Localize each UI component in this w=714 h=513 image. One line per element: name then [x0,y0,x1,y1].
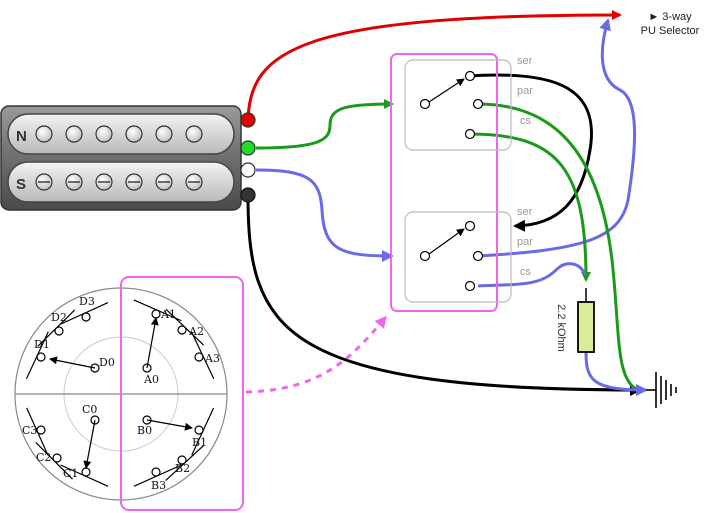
resistor-label: 2.2 kOhm [555,304,567,352]
south-coil [7,161,235,203]
selector-label-line2: PU Selector [641,25,700,37]
rotary-contact [54,326,64,336]
blue-wire-switch-common [255,168,394,262]
terminal-white [240,162,256,178]
switch-top-cs-label: cs [520,115,532,127]
rotary-label-c1: C1 [63,467,78,480]
rotary-contact [151,309,161,319]
rotary-contact [52,453,62,463]
resistor: 2.2 kOhm [555,288,595,353]
selector-label-line1: ► 3-way [648,11,692,23]
rotary-label-c2: C2 [36,451,51,464]
switch-bottom: ser par cs [404,206,533,303]
rotary-label-d3: D3 [79,295,95,308]
switch-top-ser-label: ser [517,55,533,67]
switch-top-par-label: par [517,85,533,97]
rotary-contact [177,325,187,335]
rotary-label-a2: A2 [188,325,204,338]
switch-bottom-par-label: par [517,236,533,248]
rotary-label-d2: D2 [51,311,67,324]
rotary-label-b2: B2 [175,462,190,475]
green-wire-switch-common [255,99,394,150]
blue-wire-resistor-ground [584,351,648,396]
ground-icon [646,372,677,408]
north-pole-piece [65,125,83,143]
rotary-label-b3: B3 [151,479,166,492]
rotary-contact [36,352,46,362]
pink-dashed-arrow [245,315,387,394]
black-wire-series-link [469,73,593,232]
rotary-highlight-box [120,276,244,511]
terminal-black [240,187,256,203]
rotary-label-c3: C3 [22,424,37,437]
rotary-label-a1: A1 [160,308,176,321]
green-wire-par-ground [477,102,639,392]
rotary-label-a3: A3 [204,352,220,365]
green-wire-cs-resistor [469,132,591,282]
north-pole-piece [35,125,53,143]
rotary-label-b1: B1 [192,436,207,449]
north-pole-piece [95,125,113,143]
humbucker-pickup: N S [0,105,242,211]
blue-wire-selector [477,18,636,258]
north-coil [7,113,235,155]
rotary-contact [194,425,204,435]
rotary-contact [194,352,204,362]
north-coil-label: N [16,128,27,145]
terminal-red [240,112,256,128]
rotary-contact [177,455,187,465]
rotary-contact [151,467,161,477]
south-coil-label: S [16,176,26,193]
switch-top: ser par cs [404,55,533,151]
rotary-label-d0: D0 [99,356,115,369]
south-pole-pieces [35,173,203,191]
north-pole-piece [155,125,173,143]
switch-bottom-ser-label: ser [517,206,533,218]
rotary-label-c0: C0 [82,403,97,416]
rotary-label-b0: B0 [137,424,152,437]
north-pole-piece [125,125,143,143]
switch-highlight-box [390,53,498,312]
rotary-contact [36,425,46,435]
north-pole-pieces [35,125,203,143]
terminal-green [240,140,256,156]
black-wire-ground [246,194,642,396]
rotary-switch: A0 A1 A2 A3 B0 B1 B2 B3 C0 C1 C2 C3 D0 D… [14,276,244,511]
switch-bottom-cs-label: cs [520,266,532,278]
rotary-label-a0: A0 [143,373,159,386]
north-pole-piece [185,125,203,143]
rotary-contact [81,312,91,322]
rotary-label-d1: D1 [34,338,50,351]
rotary-contact [81,467,91,477]
red-wire [246,10,622,121]
blue-wire-cs [477,262,587,288]
